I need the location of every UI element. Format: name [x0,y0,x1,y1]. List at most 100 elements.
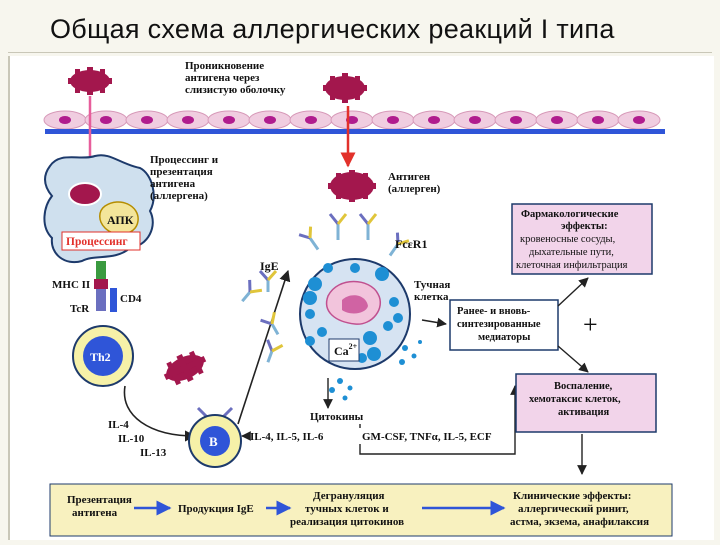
mast-granule [393,313,403,323]
svg-text:Проникновение: Проникновение [185,60,264,72]
svg-text:MHC II: MHC II [52,279,90,291]
epithelial-nucleus [305,116,317,124]
svg-text:кровеносные сосуды,: кровеносные сосуды, [520,234,615,245]
mediators-to-pharm-arrow [557,277,589,307]
svg-text:антигена: антигена [72,507,118,519]
released-granules [329,340,422,401]
epithelial-nucleus [100,116,112,124]
epithelial-nucleus [141,116,153,124]
mast-granule [367,347,381,361]
svg-text:Тучная: Тучная [414,279,450,291]
svg-text:Фармакологические: Фармакологические [521,209,619,220]
svg-text:активация: активация [558,407,610,418]
processing-label: Процессинг [66,236,128,248]
epithelial-nucleus [469,116,481,124]
th2-to-b-arrow [123,385,197,442]
svg-text:слизистую оболочку: слизистую оболочку [185,84,286,96]
internalized-antigen [68,182,102,206]
svg-text:презентация: презентация [150,166,213,178]
b-to-ige-arrow [237,269,291,425]
svg-text:антигена через: антигена через [185,72,260,84]
penetration-label: Проникновение антигена через слизистую о… [185,60,286,96]
mhc-tcr-complex: MHC II TcR CD4 [52,261,142,315]
mast-granule [303,291,317,305]
antigen-mast-cell [328,170,376,202]
mast-granule [323,263,333,273]
svg-text:(аллергена): (аллергена) [150,190,208,202]
epithelial-nucleus [264,116,276,124]
epithelium [43,110,665,134]
svg-text:хемотаксис клеток,: хемотаксис клеток, [529,394,621,405]
svg-text:Процессинг и: Процессинг и [150,154,219,166]
epithelial-nucleus [428,116,440,124]
svg-text:Продукция IgE: Продукция IgE [178,503,254,515]
cytokine-list: GM-CSF, TNFα, IL-5, ECF [362,431,492,443]
svg-text:Th2: Th2 [90,350,111,364]
b-cell: B [188,406,242,468]
svg-text:реализация цитокинов: реализация цитокинов [290,516,404,528]
svg-text:Клинические эффекты:: Клинические эффекты: [513,490,631,502]
mast-granule [308,277,322,291]
antigen-cluster-right [323,73,367,103]
apc-cell: АПК Процессинг [43,154,155,264]
svg-text:Презентация: Презентация [67,494,132,506]
calcium-box [328,338,360,362]
allergy-diagram: Проникновение антигена через слизистую о… [43,60,673,537]
mast-granule [375,267,389,281]
svg-text:аллергический ринит,: аллергический ринит, [518,503,629,515]
slide-title: Общая схема аллергических реакций I типа [50,14,615,44]
mast-cell: Ca2+ [299,258,411,370]
antigen-b-cell [163,350,207,386]
mucosa-membrane [45,129,665,134]
svg-text:IL-13: IL-13 [140,447,167,459]
mast-granule [350,263,360,273]
svg-text:антигена: антигена [150,178,196,190]
svg-text:Дегрануляция: Дегрануляция [313,490,385,502]
epithelial-nucleus [387,116,399,124]
epithelial-nucleus [551,116,563,124]
svg-text:дыхательные пути,: дыхательные пути, [529,247,614,258]
svg-text:Ca2+: Ca2+ [334,342,358,358]
svg-text:B: B [209,434,218,449]
mast-granule [363,331,377,345]
epithelial-nucleus [633,116,645,124]
svg-text:(аллерген): (аллерген) [388,183,441,195]
svg-text:эффекты:: эффекты: [561,221,608,232]
svg-text:синтезированные: синтезированные [457,319,541,330]
epithelial-nucleus [223,116,235,124]
summary-bar: Презентация антигена Продукция IgE Дегра… [49,483,673,537]
epithelial-nucleus [59,116,71,124]
ige-molecules [241,270,284,363]
mast-granule [383,321,393,331]
diagram-panel: Проникновение антигена через слизистую о… [8,56,714,540]
epithelial-nucleus [182,116,194,124]
mast-granule [317,327,327,337]
bound-ige [298,213,410,257]
title-divider [8,52,712,53]
mast-granule [389,297,399,307]
svg-text:клетка: клетка [414,291,449,303]
ige-label: IgE [260,259,279,273]
mast-granule [305,309,315,319]
fcer1-label: FcεR1 [395,237,427,251]
svg-text:тучных клеток и: тучных клеток и [305,503,389,515]
svg-text:CD4: CD4 [120,293,142,305]
svg-text:клеточная инфильтрация: клеточная инфильтрация [516,260,628,271]
mediators-box: Ранее- и вновь- синтезированные медиатор… [449,299,559,351]
il-left-list: IL-4 IL-10 IL-13 [108,419,167,459]
svg-text:астма, экзема, анафилаксия: астма, экзема, анафилаксия [510,516,649,528]
inflammation-box: Воспаление, хемотаксис клеток, активация [515,373,657,433]
antigen-cluster-left [68,67,112,95]
cytokines-to-inflammation-arrow [359,385,520,455]
svg-text:Ранее- и вновь-: Ранее- и вновь- [457,306,531,317]
il-right-list: IL-4, IL-5, IL-6 [250,431,324,443]
svg-text:IL-10: IL-10 [118,433,145,445]
epithelial-nucleus [592,116,604,124]
processing-presentation-label: Процессинг и презентация антигена (аллер… [150,154,219,202]
cytokines-label: Цитокины [310,411,364,423]
mediators-to-inflammation-arrow [557,345,589,373]
svg-text:Воспаление,: Воспаление, [554,381,613,392]
mast-to-mediators-arrow [421,317,447,328]
antigen-label: Антиген (аллерген) [388,171,441,195]
svg-text:Антиген: Антиген [388,171,431,183]
